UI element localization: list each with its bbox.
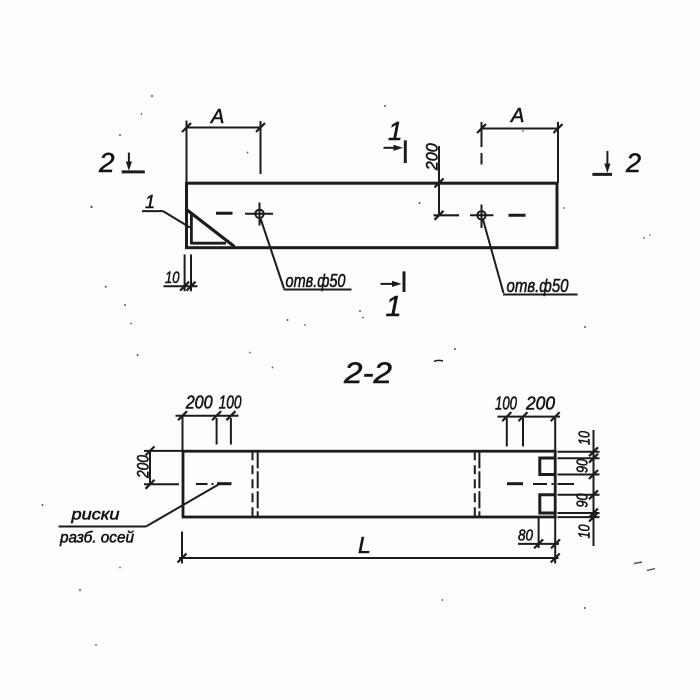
svg-text:200: 200 [525, 394, 555, 414]
svg-text:2-2: 2-2 [343, 357, 392, 390]
svg-text:200: 200 [185, 393, 213, 413]
svg-text:2: 2 [625, 148, 641, 178]
svg-text:отв.ф50: отв.ф50 [507, 276, 569, 296]
svg-text:L: L [358, 532, 371, 558]
svg-text:100: 100 [495, 394, 517, 414]
svg-text:A: A [210, 106, 224, 128]
svg-text:200: 200 [423, 143, 442, 171]
svg-text:10: 10 [577, 431, 594, 445]
svg-text:90: 90 [575, 459, 592, 473]
svg-text:1: 1 [388, 116, 402, 146]
svg-text:200: 200 [135, 454, 153, 479]
svg-text:10: 10 [165, 268, 180, 287]
svg-text:2: 2 [98, 147, 115, 178]
svg-text:100: 100 [219, 393, 242, 413]
svg-text:90: 90 [575, 493, 592, 507]
svg-text:80: 80 [518, 528, 533, 545]
svg-text:риски: риски [70, 507, 120, 524]
svg-text:1: 1 [145, 192, 155, 212]
svg-text:отв.ф50: отв.ф50 [286, 271, 346, 291]
svg-text:разб. осей: разб. осей [59, 530, 134, 547]
svg-text:1: 1 [386, 291, 402, 323]
svg-text:10: 10 [577, 524, 594, 538]
svg-text:A: A [510, 105, 524, 127]
